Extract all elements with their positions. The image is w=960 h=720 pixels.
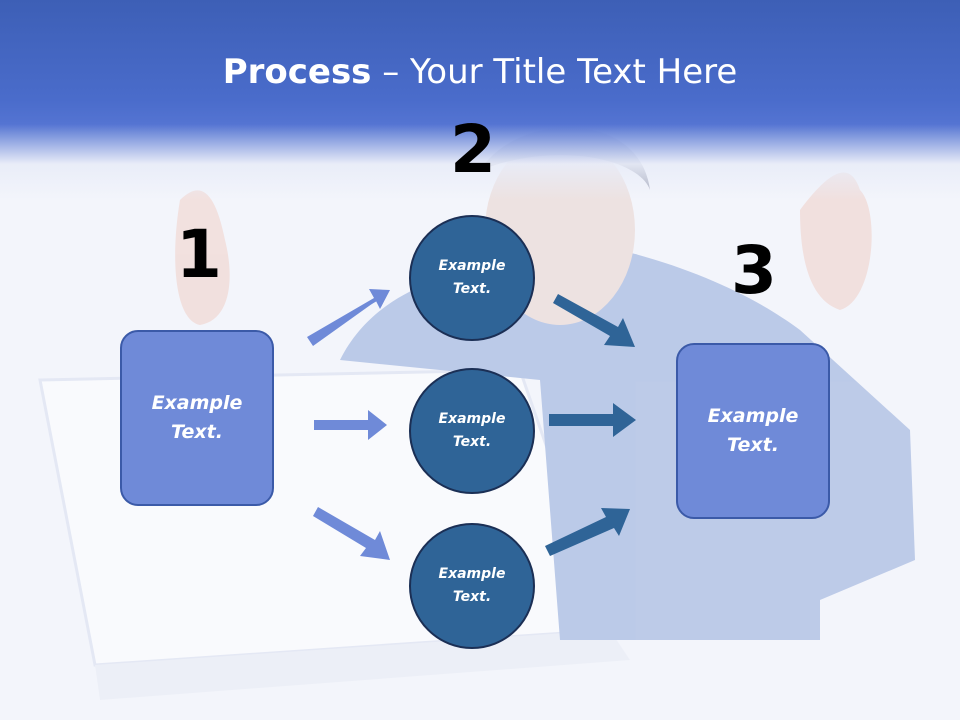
process-box-output: Example Text. <box>676 343 830 519</box>
arrow-left-down <box>313 507 390 560</box>
process-circle-2-label: Example Text. <box>438 411 506 450</box>
process-circle-3-label: Example Text. <box>438 566 506 605</box>
process-circle-3: Example Text. <box>409 523 535 649</box>
step-number-2: 2 <box>450 111 496 188</box>
page-title: Process – Your Title Text Here <box>0 52 960 92</box>
title-rest: – Your Title Text Here <box>371 52 738 92</box>
process-box-input: Example Text. <box>120 330 274 506</box>
arrow-right-up <box>545 508 630 556</box>
arrow-left-mid <box>314 410 387 440</box>
step-number-3: 3 <box>731 232 777 309</box>
process-box-output-label: Example Text. <box>707 405 799 456</box>
process-circle-2: Example Text. <box>409 368 535 494</box>
step-number-1: 1 <box>176 216 222 293</box>
process-circle-1-label: Example Text. <box>438 258 506 297</box>
header-band <box>0 0 960 200</box>
process-box-input-label: Example Text. <box>151 392 243 443</box>
process-circle-1: Example Text. <box>409 215 535 341</box>
arrow-right-mid <box>549 403 636 437</box>
title-bold: Process <box>222 52 372 92</box>
arrow-left-up <box>307 289 390 346</box>
arrow-right-down <box>553 294 635 347</box>
